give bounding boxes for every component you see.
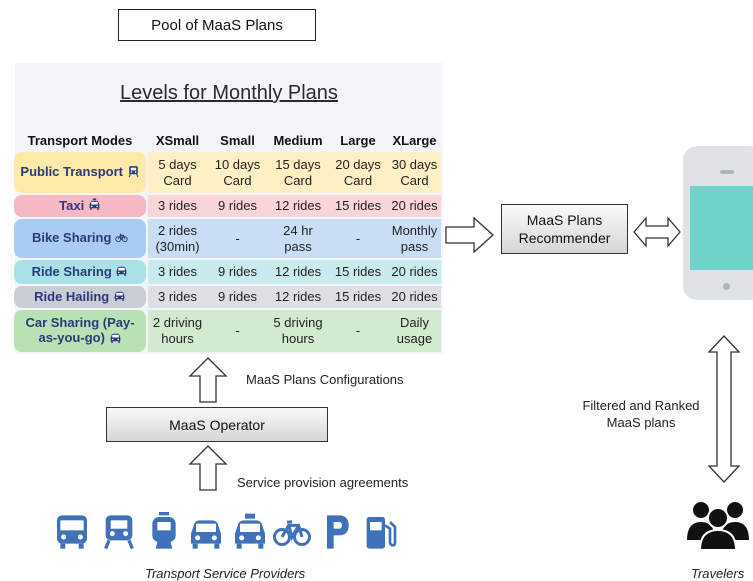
transport-mode-text: Taxi (59, 198, 101, 215)
smartphone-speaker (720, 170, 734, 174)
table-cell: 12 rides (274, 198, 322, 213)
transport-mode-label: Ride Hailing (14, 286, 146, 308)
table-cell: Daily usage (396, 315, 433, 346)
header-large: Large (340, 133, 376, 148)
table-cell: 9 rides (217, 289, 258, 304)
table-row (148, 260, 441, 284)
header-small: Small (220, 133, 255, 148)
table-row (148, 310, 441, 352)
transport-mode-text: Car Sharing (Pay-as-you-go) (25, 315, 135, 347)
vertical-double-arrow-phone-travelers (707, 335, 741, 483)
table-cell: 2 driving hours (152, 315, 203, 346)
table-cell: 20 rides (391, 289, 438, 304)
table-cell: Monthly pass (391, 222, 438, 254)
table-cell: 20 rides (391, 264, 438, 279)
header-transport-modes: Transport Modes (27, 133, 133, 148)
header-medium: Medium (273, 133, 323, 148)
table-cell: 9 rides (217, 264, 258, 279)
agreements-label: Service provision agreements (237, 475, 409, 490)
table-row (148, 219, 441, 258)
parking-icon (317, 512, 357, 557)
table-cell: 3 rides (157, 198, 198, 213)
header-xsmall: XSmall (155, 133, 200, 148)
up-arrow-configurations (188, 357, 228, 403)
smartphone-home-button (723, 283, 730, 290)
bicycle-icon (115, 231, 128, 247)
transport-mode-label: Ride Sharing (14, 260, 146, 284)
taxi-icon (88, 198, 101, 214)
pool-of-maas-plans-box: Pool of MaaS Plans (118, 9, 316, 41)
table-title: Levels for Monthly Plans (120, 82, 338, 104)
table-cell: 15 rides (334, 289, 382, 304)
transport-mode-label: Bike Sharing (14, 219, 146, 258)
table-cell: 10 days Card (214, 156, 261, 188)
table-cell: 15 rides (334, 264, 382, 279)
transport-mode-text: Ride Sharing (32, 264, 129, 281)
tram-icon (144, 512, 184, 557)
car-icon (109, 331, 122, 347)
car-icon (186, 512, 226, 557)
recommender-label: MaaS Plans Recommender (518, 212, 611, 246)
table-cell: 5 driving hours (273, 315, 323, 346)
travelers-caption: Travelers (691, 566, 745, 581)
travelers-icon (687, 502, 749, 550)
table-cell: 20 rides (391, 198, 438, 213)
transport-mode-label: Taxi (14, 195, 146, 217)
table-cell: - (235, 323, 240, 338)
table-cell: 12 rides (274, 264, 322, 279)
transport-mode-text: Ride Hailing (34, 289, 126, 306)
car-icon (115, 264, 128, 280)
table-cell: 30 days Card (391, 156, 438, 188)
right-arrow-to-recommender (445, 216, 494, 254)
table-row (148, 286, 441, 308)
bus-icon (52, 512, 92, 557)
table-cell: 5 days Card (158, 156, 197, 188)
maas-operator-box: MaaS Operator (106, 407, 328, 442)
table-row (148, 152, 441, 193)
providers-caption: Transport Service Providers (145, 566, 306, 581)
table-cell: 9 rides (217, 198, 258, 213)
bicycle-icon (272, 512, 312, 557)
double-arrow-recommender-phone (633, 216, 681, 248)
maas-operator-label: MaaS Operator (169, 416, 265, 433)
table-cell: 2 rides (30min) (155, 222, 200, 254)
car-icon (113, 289, 126, 305)
smartphone-screen (690, 186, 753, 270)
train-icon (99, 512, 139, 557)
configurations-label: MaaS Plans Configurations (246, 372, 404, 387)
transport-mode-label: Car Sharing (Pay-as-you-go) (14, 310, 146, 352)
table-cell: 20 days Card (335, 156, 381, 188)
header-xlarge: XLarge (392, 133, 437, 148)
maas-plans-recommender-box: MaaS Plans Recommender (501, 204, 628, 254)
transport-mode-label: Public Transport (14, 152, 146, 193)
fuel-pump-icon (360, 512, 400, 557)
pool-title: Pool of MaaS Plans (151, 16, 283, 34)
table-cell: 15 rides (334, 198, 382, 213)
table-cell: 3 rides (157, 289, 198, 304)
train-icon (127, 165, 140, 181)
table-cell: 3 rides (157, 264, 198, 279)
table-row (148, 195, 441, 217)
table-cell: 12 rides (274, 289, 322, 304)
table-cell: - (235, 230, 240, 246)
up-arrow-agreements (188, 445, 228, 491)
filtered-ranked-label: Filtered and Ranked MaaS plans (582, 398, 700, 430)
table-cell: 24 hr pass (283, 222, 313, 254)
table-cell: - (355, 230, 361, 246)
taxi-icon (230, 512, 270, 557)
transport-mode-text: Public Transport (20, 164, 139, 181)
table-cell: - (355, 323, 361, 338)
table-cell: 15 days Card (275, 156, 321, 188)
transport-mode-text: Bike Sharing (32, 230, 128, 247)
